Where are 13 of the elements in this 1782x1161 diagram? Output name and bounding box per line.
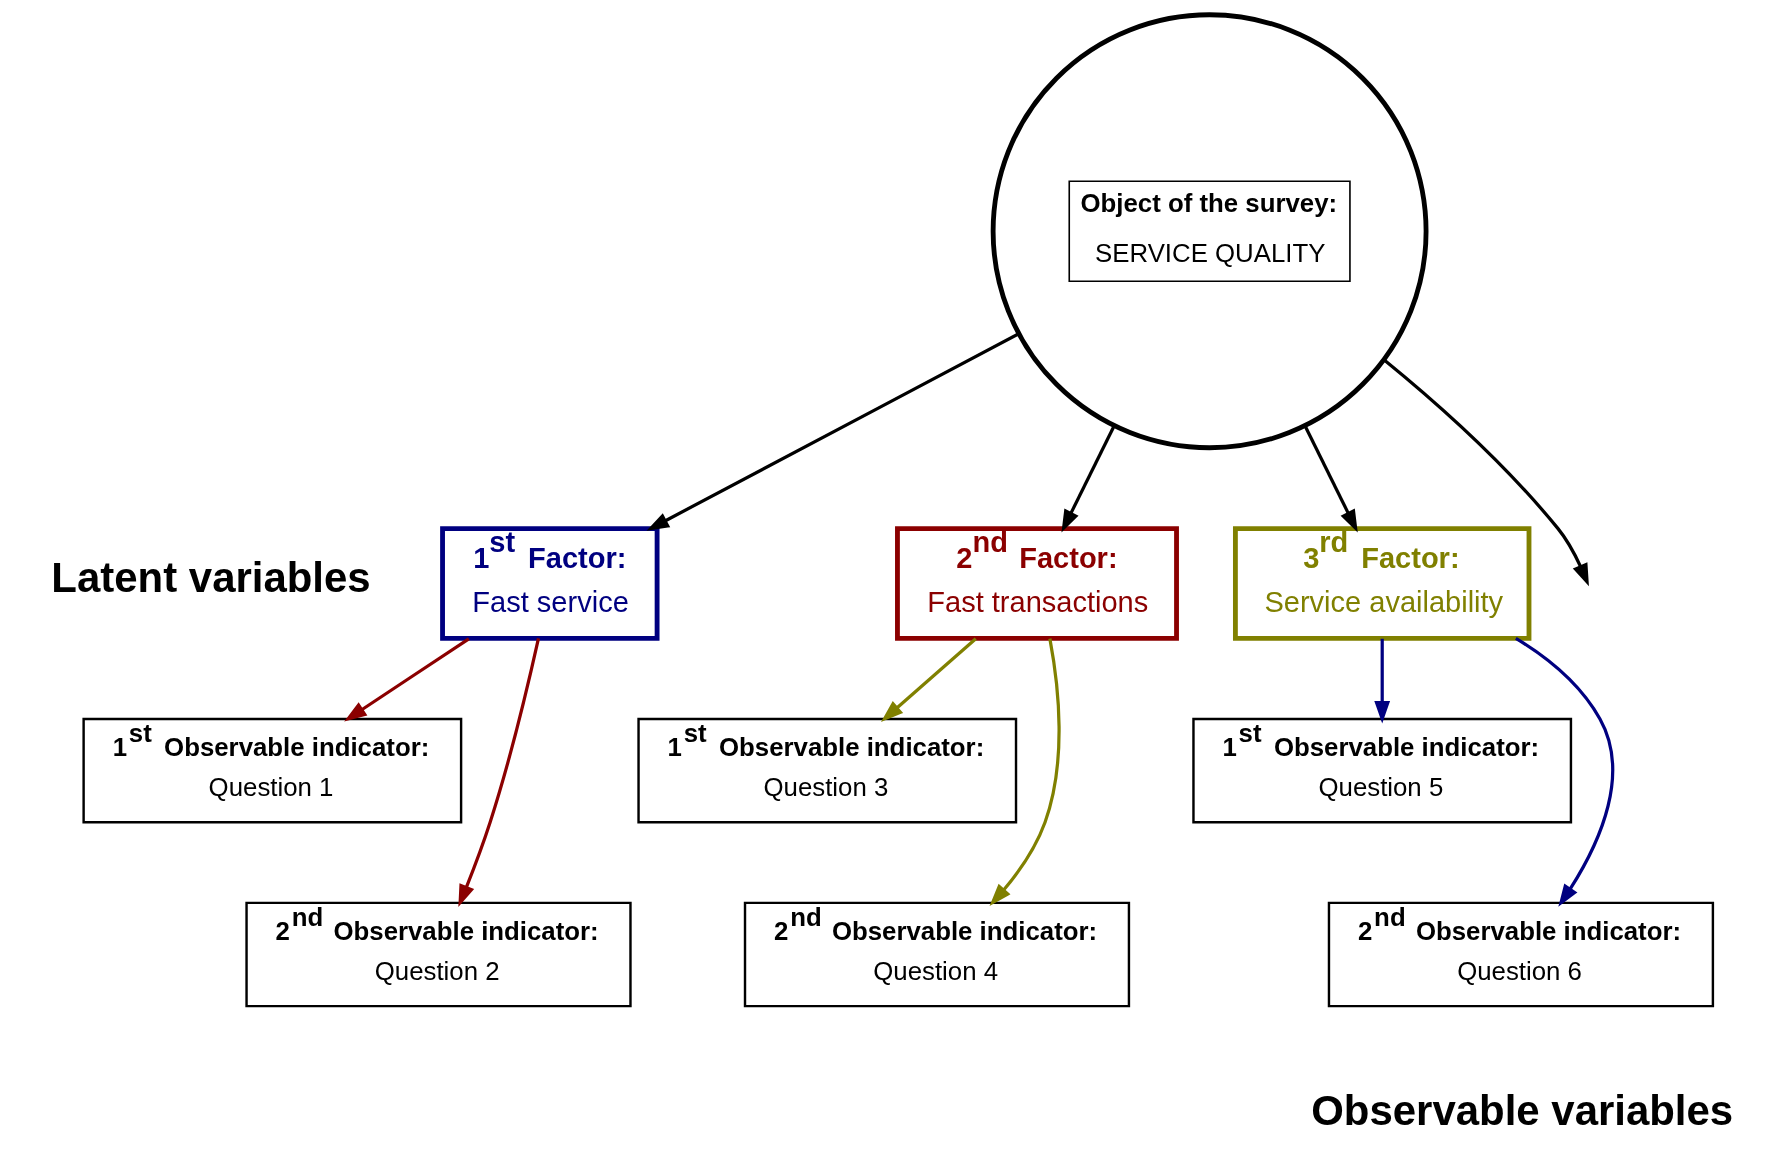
arrow: [344, 637, 470, 722]
label: Observable variables: [1311, 1087, 1734, 1135]
arrow: [1374, 638, 1391, 724]
arrow: [880, 637, 977, 722]
arrow: [1061, 425, 1116, 533]
arrow: [989, 638, 1061, 907]
arrow: [1383, 358, 1589, 587]
arrow: [646, 332, 1020, 531]
label: Latent variables: [51, 554, 371, 602]
arrow: [458, 638, 541, 908]
arrow: [1515, 637, 1615, 907]
node-circle: Object of the survey: SERVICE QUALITY: [990, 12, 1429, 451]
arrow: [1303, 425, 1358, 533]
